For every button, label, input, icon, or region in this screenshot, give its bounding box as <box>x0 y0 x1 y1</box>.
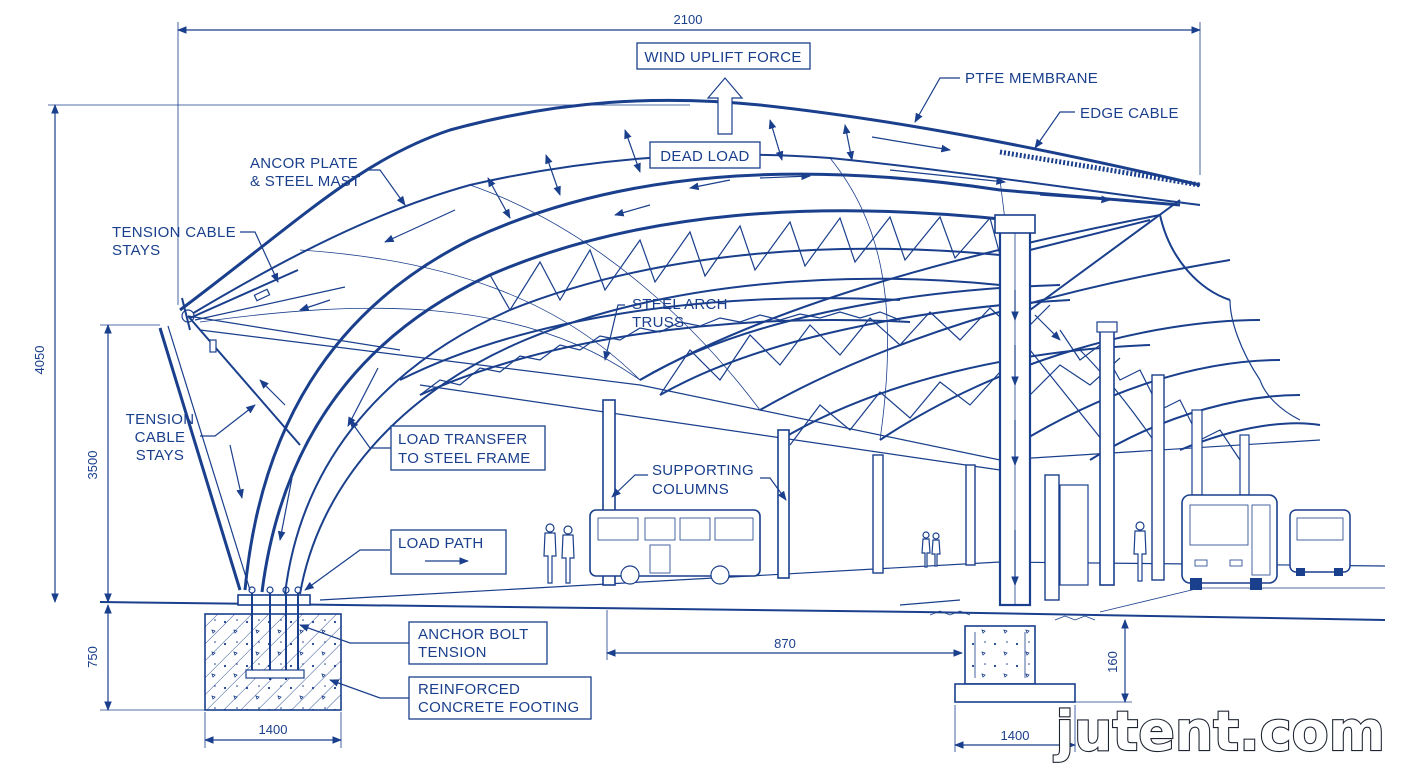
supporting-columns <box>602 321 1250 601</box>
dim-overall-height: 4050 <box>32 346 47 375</box>
anchor-bolt-label-line1: ANCHOR BOLT <box>418 626 529 643</box>
steel-arch-truss <box>243 172 1241 595</box>
tension-stays-side-label-line3: STAYS <box>136 447 184 464</box>
dim-footing-depth-left: 750 <box>85 646 100 668</box>
steel-arch-truss-label-line1: STEEL ARCH <box>632 296 728 313</box>
anchor-bolt-label-line2: TENSION <box>418 644 487 661</box>
tension-stays-side-label-line1: TENSION <box>126 411 195 428</box>
dead-load-label: DEAD LOAD <box>660 148 749 165</box>
dim-overall-width: 2100 <box>674 12 703 27</box>
dim-footing-width-right: 1400 <box>1001 728 1030 743</box>
tension-stays-side-label-line2: CABLE <box>135 429 186 446</box>
anchor-bolt-label-box <box>408 621 548 665</box>
supporting-columns-label-line2: COLUMNS <box>652 481 729 498</box>
load-path-label: LOAD PATH <box>398 535 484 552</box>
load-transfer-label-line2: TO STEEL FRAME <box>398 450 531 467</box>
load-arrows <box>229 77 1111 586</box>
tension-stays-top-label-line1: TENSION CABLE <box>112 224 236 241</box>
load-transfer-label-box <box>390 425 546 471</box>
load-path-label-box <box>390 529 507 575</box>
bus-side <box>589 509 761 585</box>
right-footing <box>929 610 1096 703</box>
leader-lines <box>200 77 1075 699</box>
anchor-plate-label-line1: ANCOR PLATE <box>250 155 358 172</box>
membrane-roof <box>179 98 1321 471</box>
dim-footing-width-left: 1400 <box>259 722 288 737</box>
dim-footing-depth-right: 160 <box>1105 651 1120 673</box>
bus-rear <box>1289 509 1351 576</box>
wind-uplift-label-box <box>636 42 811 70</box>
wind-uplift-label: WIND UPLIFT FORCE <box>644 49 801 66</box>
wind-uplift-arrow <box>706 77 744 135</box>
anchor-plate-label-line2: & STEEL MAST <box>250 173 361 190</box>
footing-label-line1: REINFORCED <box>418 681 520 698</box>
ptfe-membrane-label: PTFE MEMBRANE <box>965 70 1098 87</box>
left-mast-and-stays <box>158 269 401 591</box>
dimension-lines <box>48 22 1201 752</box>
watermark: jutent.com <box>1053 700 1385 763</box>
dim-column-height: 3500 <box>85 451 100 480</box>
left-footing <box>204 586 342 711</box>
right-main-column <box>994 199 1181 607</box>
dim-column-span: 870 <box>774 636 796 651</box>
edge-cable-label: EDGE CABLE <box>1080 105 1179 122</box>
supporting-columns-label-line1: SUPPORTING <box>652 462 754 479</box>
dead-load-label-box <box>649 141 761 169</box>
steel-arch-truss-label-line2: TRUSS <box>632 314 684 331</box>
anchor-bolts <box>245 586 305 680</box>
footing-label-line2: CONCRETE FOOTING <box>418 699 579 716</box>
load-transfer-label-line1: LOAD TRANSFER <box>398 431 527 448</box>
footing-label-box <box>408 676 592 720</box>
bus-front <box>1181 494 1278 590</box>
tension-stays-top-label-line2: STAYS <box>112 242 160 259</box>
people <box>543 521 1147 584</box>
